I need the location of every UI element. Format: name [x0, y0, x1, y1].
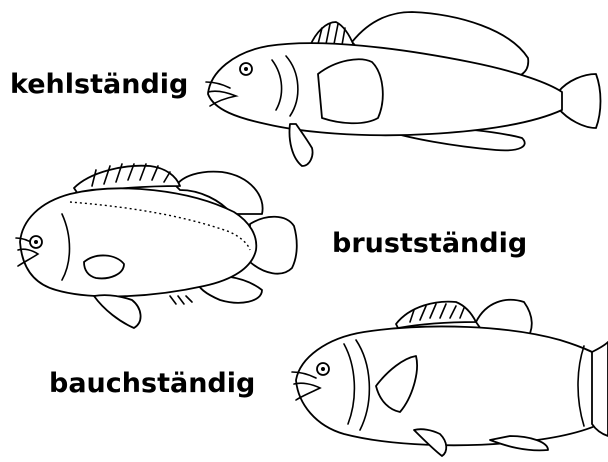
- label-kehlstaendig: kehlständig: [10, 71, 188, 98]
- fish1-pectoral-fin: [318, 59, 383, 123]
- fish2-pelvic-fin: [94, 295, 141, 328]
- fish3-body: [296, 326, 608, 445]
- fish-bruststaendig: [16, 164, 297, 328]
- fish1-caudal-fin: [558, 74, 601, 128]
- fish3-caudal-fin: [592, 342, 608, 436]
- fish2-pectoral-fin: [84, 255, 124, 278]
- fish-bauchstaendig: [292, 300, 608, 456]
- fish-kehlstaendig: [206, 12, 601, 166]
- label-bauchstaendig: bauchständig: [49, 370, 255, 397]
- label-bruststaendig: brustständig: [332, 230, 527, 257]
